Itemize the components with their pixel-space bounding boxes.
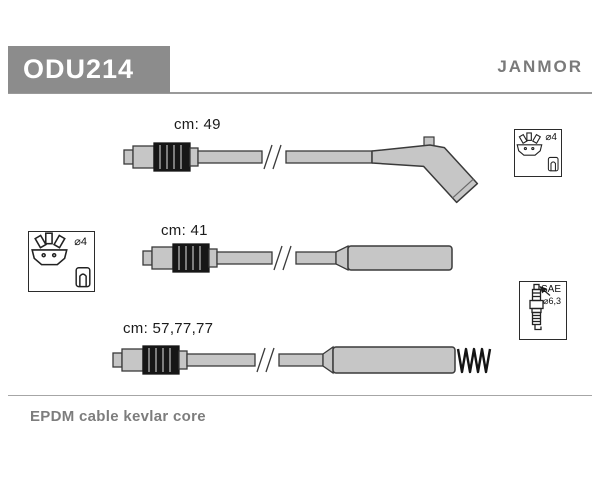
cable-3-length-label: cm: 57,77,77 — [123, 320, 214, 337]
connector-icon — [547, 156, 559, 172]
ribbed-sleeve — [178, 246, 201, 270]
cable-tube — [197, 150, 263, 164]
arrow-icon — [539, 285, 551, 296]
cable-tube — [278, 353, 324, 367]
din-plug — [112, 345, 188, 375]
spark-plug-icon — [529, 283, 551, 331]
cable-drawing-1 — [123, 136, 479, 204]
elbow-boot — [371, 136, 479, 204]
distributor-callout-top: ⌀4 — [514, 129, 562, 177]
cable-2-length-label: cm: 41 — [161, 222, 208, 239]
sae-label: SAE — [540, 284, 561, 295]
diameter-label: ⌀4 — [74, 236, 87, 248]
distributor-cap-icon — [516, 132, 559, 172]
ribbed-sleeve — [159, 145, 182, 169]
footer-divider — [8, 395, 592, 396]
ribbed-sleeve — [148, 348, 171, 372]
brand-text: JANMOR — [497, 57, 583, 76]
break-mark — [273, 245, 292, 271]
din-plug — [123, 142, 199, 172]
din-plug — [142, 243, 218, 273]
cable-tube — [186, 353, 256, 367]
connector-icon — [75, 267, 91, 288]
diameter-label: ⌀4 — [545, 132, 557, 143]
break-mark — [263, 144, 282, 170]
distributor-callout-left: ⌀4 — [28, 231, 95, 292]
cylinder-boot — [322, 345, 456, 375]
part-number-text: ODU214 — [23, 54, 135, 84]
cable-1-length-label: cm: 49 — [174, 116, 221, 133]
cable-drawing-2 — [142, 243, 453, 273]
cylinder-boot — [335, 244, 453, 272]
spark-plug-callout: SAE ⌀6,3 — [519, 281, 567, 340]
spring-terminal — [456, 347, 492, 374]
cable-tube — [295, 251, 337, 265]
footer-note: EPDM cable kevlar core — [30, 408, 206, 425]
cable-tube — [216, 251, 273, 265]
break-mark — [256, 347, 275, 373]
cable-drawing-3 — [112, 345, 492, 375]
diameter-label: ⌀6,3 — [543, 296, 561, 306]
distributor-cap-icon — [31, 232, 91, 288]
cable-tube — [285, 150, 373, 164]
part-number-box: ODU214 — [8, 46, 170, 93]
header-divider — [8, 92, 592, 94]
